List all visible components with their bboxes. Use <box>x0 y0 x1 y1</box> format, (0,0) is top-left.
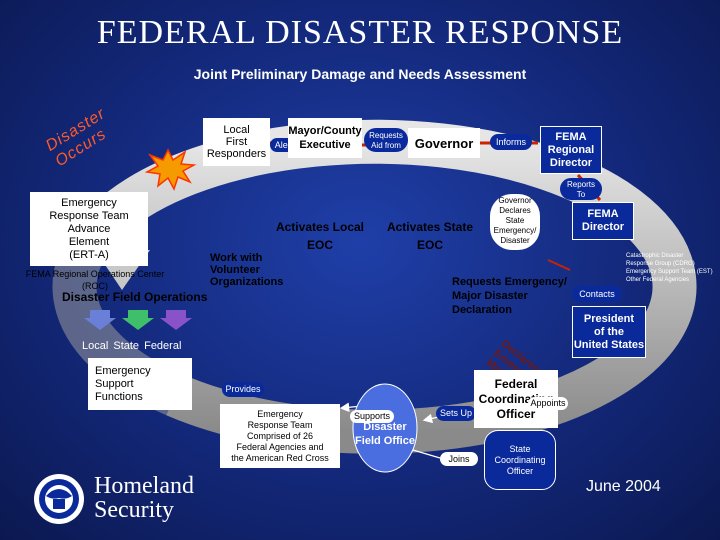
sco-box: State Coordinating Officer <box>484 430 556 490</box>
provides-pill: Provides <box>222 382 264 397</box>
contacts-pill: Contacts <box>572 286 622 302</box>
governor-declares-pill: Governor Declares State Emergency/ Disas… <box>490 194 540 250</box>
sets-up-pill: Sets Up <box>436 406 476 421</box>
fema-director-box: FEMA Director <box>572 202 634 240</box>
page-title: FEDERAL DISASTER RESPONSE <box>96 14 624 51</box>
explosion-icon <box>144 148 197 191</box>
federal-arrow-icon <box>160 310 192 330</box>
local-state-federal-label: Local State Federal <box>82 340 182 352</box>
cdrg-label: Catastrophic Disaster Response Group (CD… <box>626 253 713 283</box>
supports-pill: Supports <box>350 410 394 423</box>
requests-aid-pill: Requests Aid from <box>364 128 408 152</box>
activates-local-eoc-label: Activates Local EOC <box>275 220 365 252</box>
activates-state-eoc-label: Activates State EOC <box>386 220 474 252</box>
esf-box: Emergency Support Functions <box>88 358 192 410</box>
field-office-oval <box>352 383 418 473</box>
reports-to-pill: Reports To <box>560 178 602 200</box>
requests-declaration-arrow <box>547 259 571 271</box>
local-first-responders-box: Local First Responders <box>203 118 270 166</box>
work-with-volunteer-label: Work with Volunteer Organizations <box>210 252 284 288</box>
local-arrow-icon <box>84 310 116 330</box>
subtitle: Joint Preliminary Damage and Needs Asses… <box>193 66 527 82</box>
president-box: President of the United States <box>572 306 646 358</box>
governor-box: Governor <box>408 128 480 158</box>
mayor-county-box: Mayor/County Executive <box>288 118 362 158</box>
joins-pill: Joins <box>440 452 478 466</box>
state-arrow-icon <box>122 310 154 330</box>
requests-declaration-label: Requests Emergency/ Major Disaster Decla… <box>452 276 567 316</box>
appoints-pill: Appoints <box>528 397 568 410</box>
dhs-seal-icon <box>34 474 84 524</box>
homeland-security-wordmark: Homeland Security <box>94 473 194 523</box>
fema-regional-director-box: FEMA Regional Director <box>540 126 602 174</box>
informs-pill: Informs <box>490 134 532 150</box>
fema-roc-label: FEMA Regional Operations Center (ROC) <box>25 269 165 291</box>
disaster-field-office-label: Disaster Field Office <box>355 421 415 447</box>
ert-a-box: Emergency Response Team Advance Element … <box>30 192 148 266</box>
ert-description-box: Emergency Response Team Comprised of 26 … <box>220 404 340 468</box>
disaster-field-operations-label: Disaster Field Operations <box>62 290 208 304</box>
date-label: June 2004 <box>586 478 661 495</box>
